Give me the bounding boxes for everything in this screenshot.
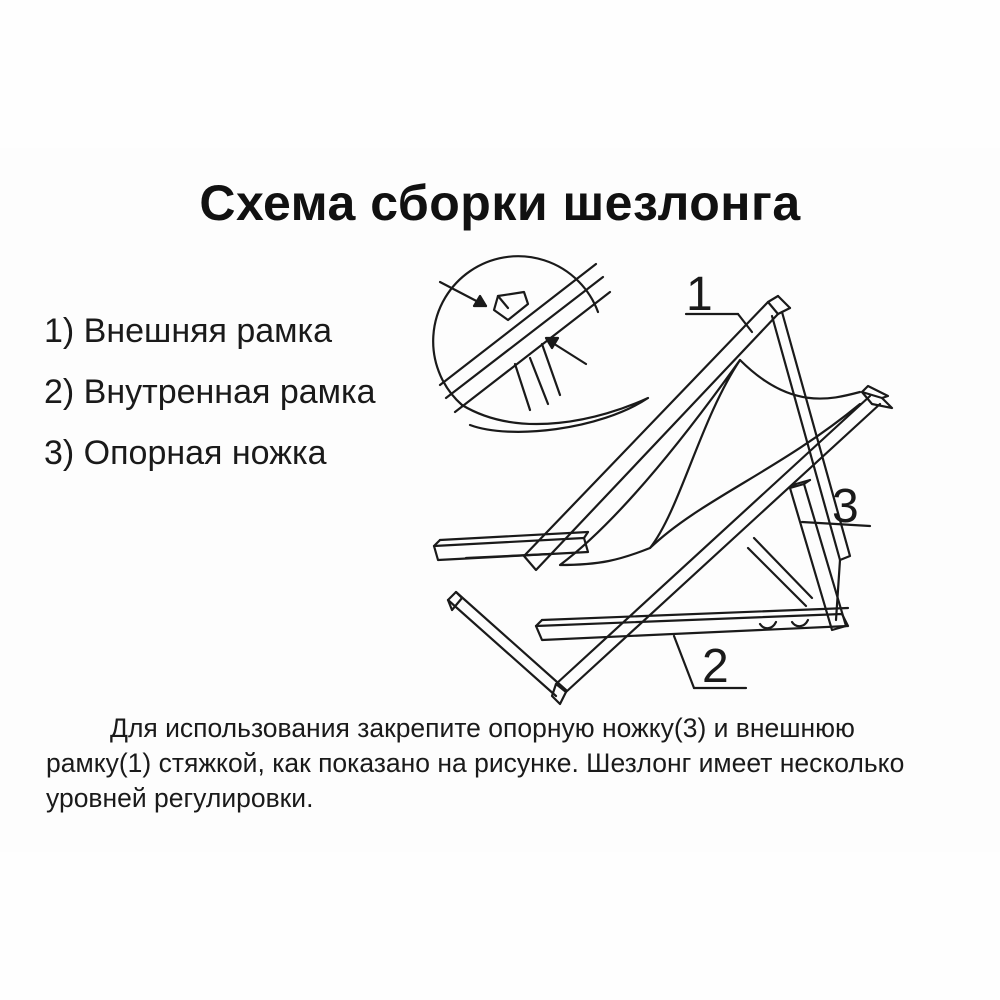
detail-magnifier — [432, 255, 650, 433]
inner-frame-top — [860, 384, 894, 410]
legend-inner-frame: 2) Внутренная рамка — [44, 373, 376, 411]
callout-3: 3 — [832, 480, 859, 533]
seat-fabric — [558, 358, 862, 567]
inner-frame — [446, 394, 882, 706]
bottom-cross-bar — [534, 606, 850, 642]
legend-outer-frame: 1) Внешняя рамка — [44, 312, 333, 350]
outer-frame — [522, 294, 852, 622]
front-seat-bar — [432, 530, 590, 562]
usage-instructions: Для использования закрепите опорную ножк… — [46, 713, 905, 813]
callout-2: 2 — [702, 640, 729, 693]
page-title: Схема сборки шезлонга — [199, 175, 801, 231]
callout-1: 1 — [686, 268, 713, 321]
legend-support-leg: 3) Опорная ножка — [44, 434, 327, 472]
callout-leaders — [672, 312, 872, 690]
support-leg — [746, 478, 848, 632]
